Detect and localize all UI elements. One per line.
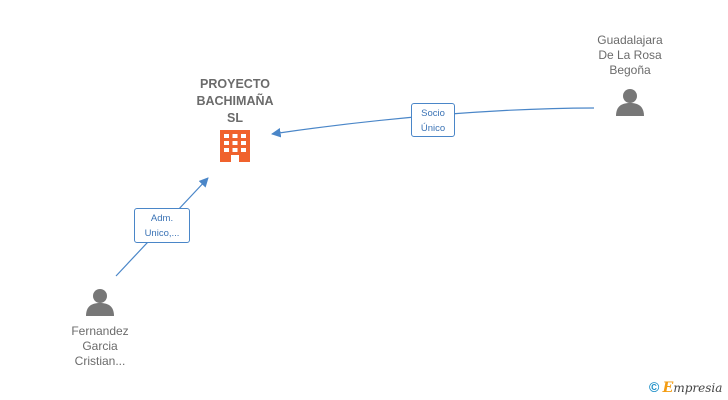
person-name-fernandez[interactable]: Fernandez Garcia Cristian... [50,324,150,369]
edge-label-line2: Único [420,123,446,134]
person-name-line1: Fernandez [71,324,129,338]
person-icon[interactable] [86,289,114,316]
company-name[interactable]: PROYECTO BACHIMAÑA SL [180,76,290,127]
person-name-line3: Begoña [609,63,651,77]
building-icon[interactable] [220,130,250,162]
company-name-line2: BACHIMAÑA [196,94,274,108]
empresia-logo: © Empresia [649,379,722,396]
person-name-guadalajara[interactable]: Guadalajara De La Rosa Begoña [580,33,680,78]
person-name-line2: De La Rosa [598,48,662,62]
person-icon[interactable] [616,89,644,116]
company-name-line1: PROYECTO [200,77,270,91]
edge-label-adm-unico[interactable]: Adm. Unico,... [134,208,190,243]
edge-label-line1: Socio [421,108,445,119]
edge-label-socio-unico[interactable]: Socio Único [411,103,455,137]
edge-label-line2: Unico,... [144,228,180,239]
company-name-line3: SL [227,111,243,125]
person-name-line1: Guadalajara [597,33,663,47]
person-name-line2: Garcia [82,339,118,353]
edge-label-line1: Adm. [150,213,174,224]
brand-initial: E [662,380,674,396]
copyright-symbol: © [649,379,660,395]
person-name-line3: Cristian... [74,354,126,368]
brand-name: mpresia [673,381,723,395]
